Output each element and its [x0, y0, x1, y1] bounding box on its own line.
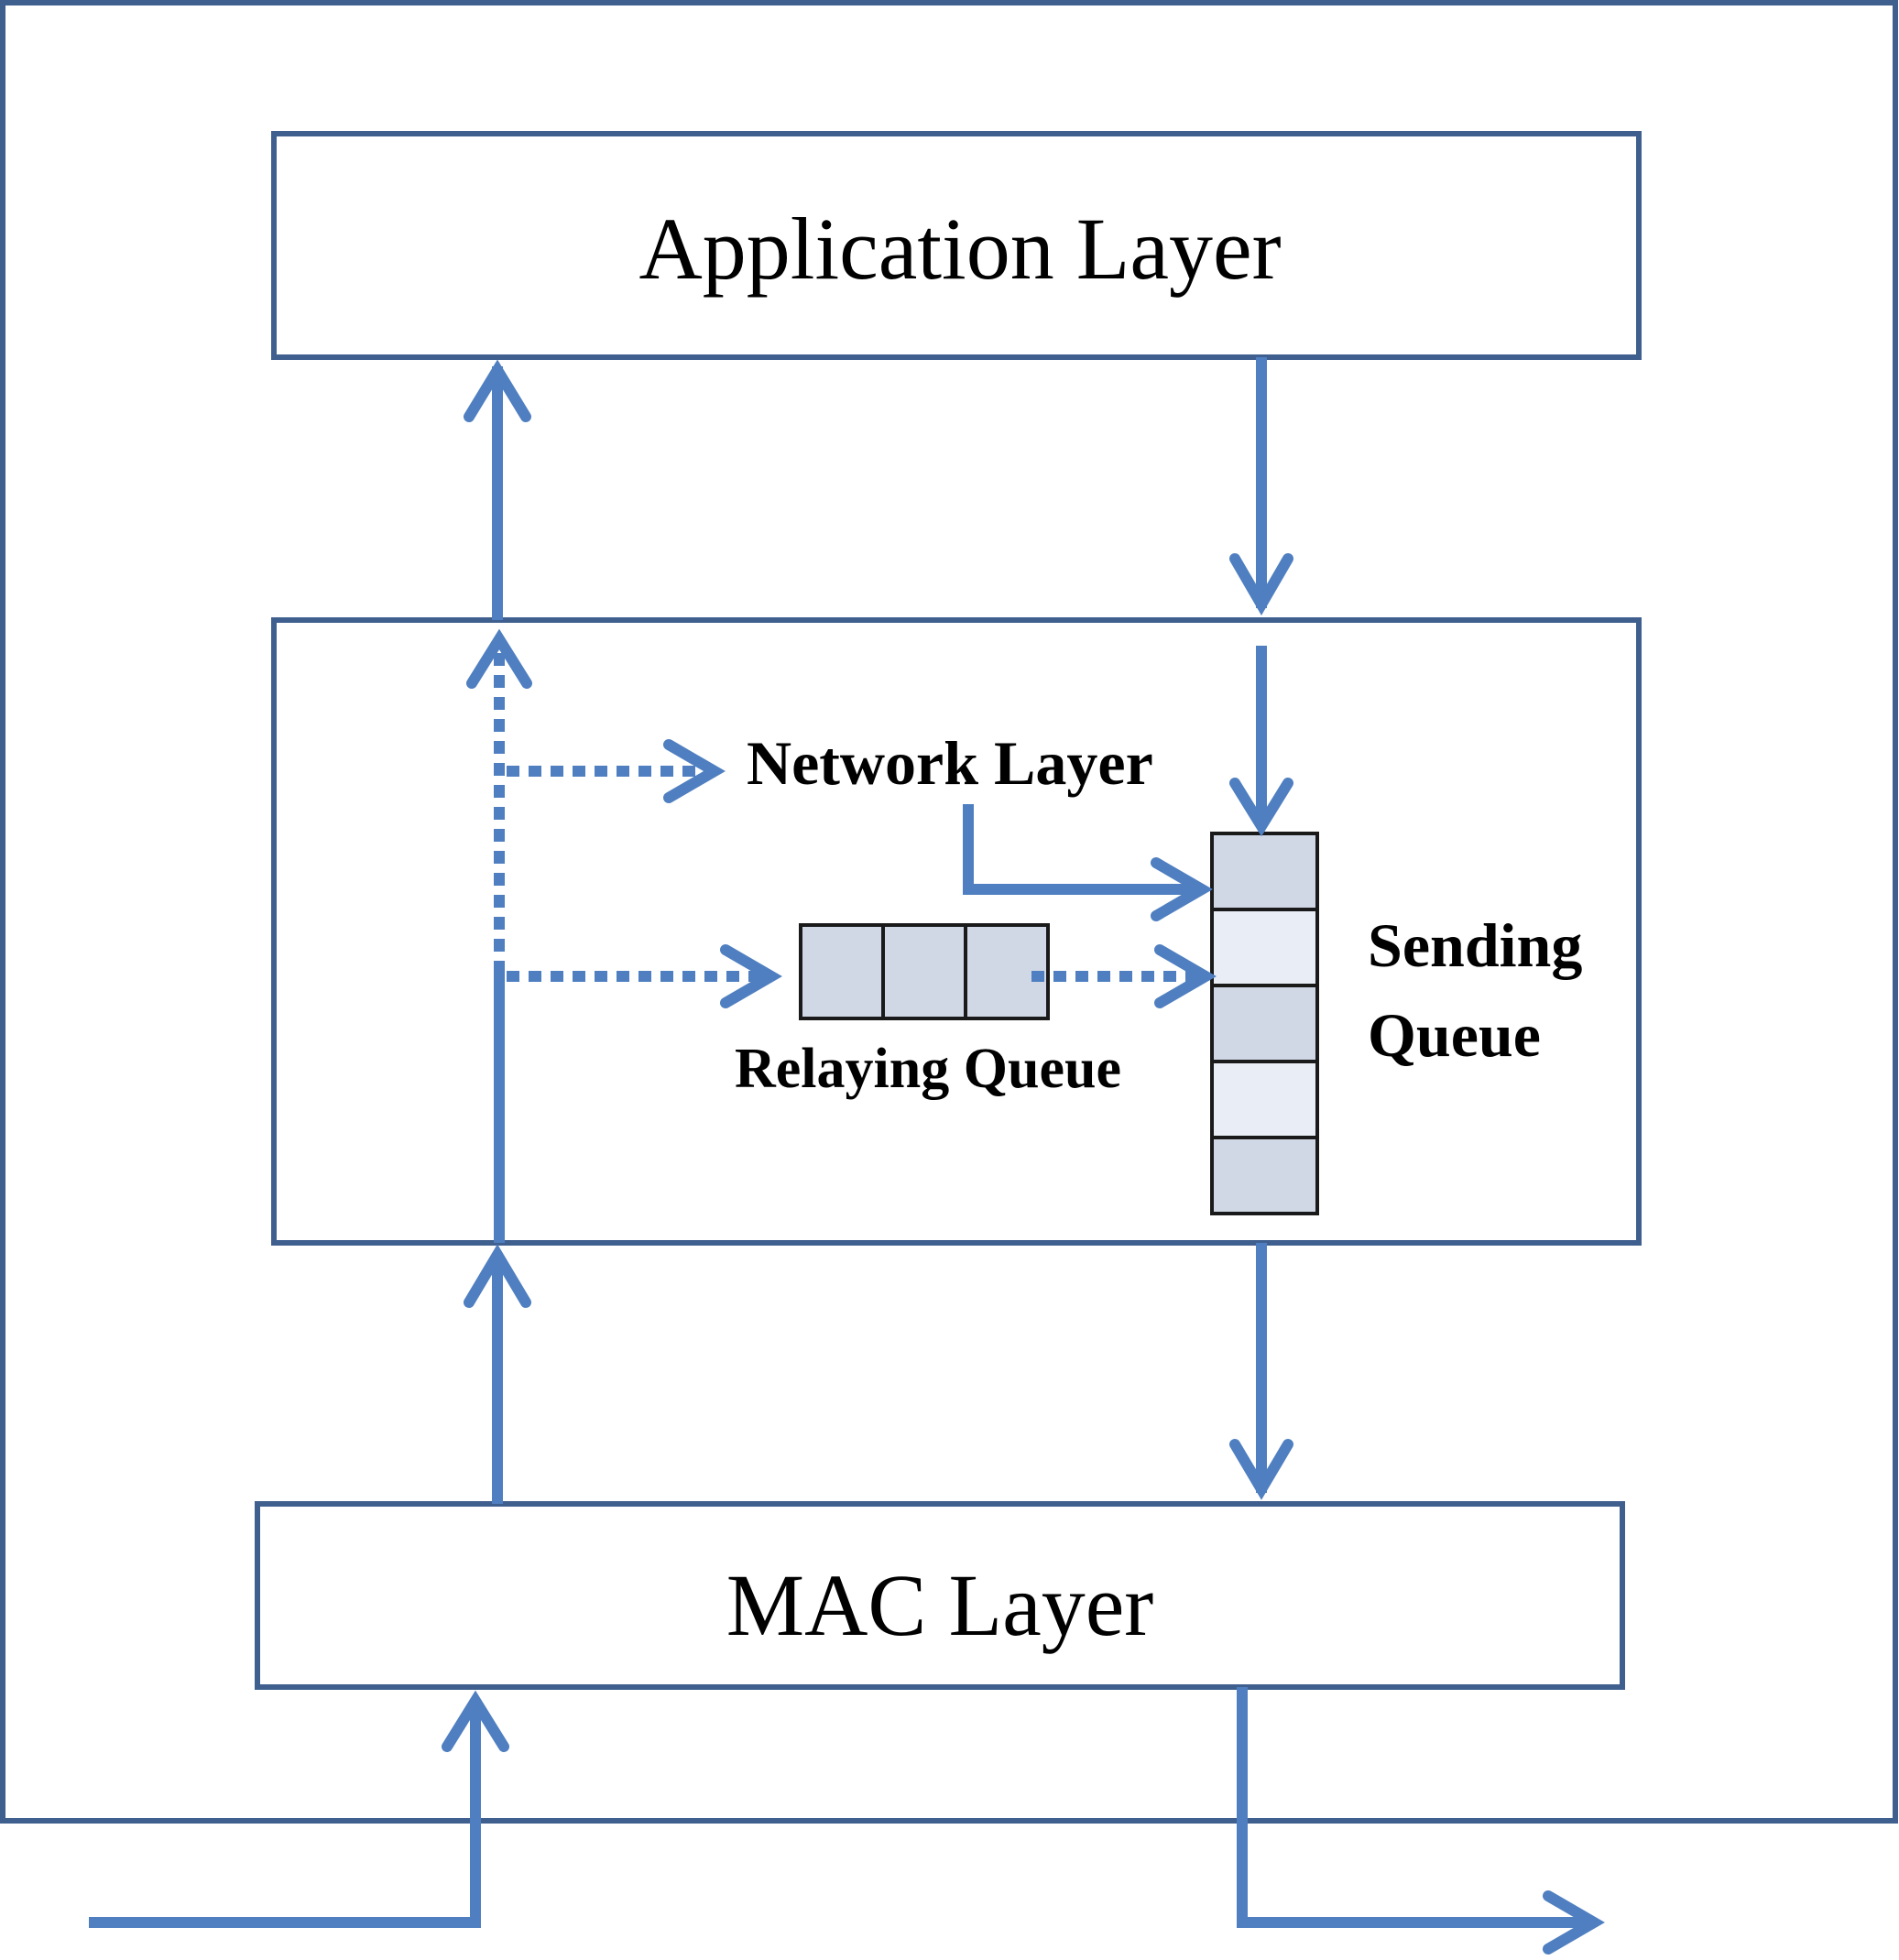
network-layer-label: Network Layer — [747, 728, 1153, 798]
dotted-to-relaying-queue-head — [720, 944, 782, 1008]
network-to-sending-queue-shaft — [963, 804, 1200, 895]
dotted-up-to-application-head — [466, 628, 532, 689]
mac-layer-label: MAC Layer — [726, 1556, 1154, 1654]
node-frame — [0, 0, 1898, 1824]
sending-queue-cell — [1210, 1060, 1319, 1139]
down-arrow-into-sending-queue-head — [1229, 778, 1293, 837]
down-arrow-network-to-mac-head — [1229, 1439, 1293, 1500]
external-output-shaft — [1237, 1687, 1592, 1928]
down-arrow-app-to-network-head — [1229, 553, 1293, 615]
external-output-head — [1543, 1890, 1605, 1955]
external-input-head — [442, 1690, 509, 1752]
sending-queue — [1210, 832, 1319, 1215]
sending-queue-cell — [1210, 984, 1319, 1063]
sending-queue-cell — [1210, 1136, 1319, 1215]
dotted-relay-to-sending-head — [1154, 944, 1217, 1008]
sending-queue-label-line2: Queue — [1368, 1000, 1541, 1070]
relaying-queue-cell — [799, 923, 885, 1020]
sending-queue-label-line1: Sending — [1368, 910, 1582, 980]
relaying-queue-cell — [881, 923, 967, 1020]
sending-queue-cell — [1210, 832, 1319, 911]
sending-queue-cell — [1210, 908, 1319, 987]
up-arrow-network-to-app-head — [464, 359, 531, 422]
up-arrow-mac-to-network-head — [464, 1244, 531, 1308]
dotted-to-network-layer-head — [663, 739, 726, 803]
application-layer-label: Application Layer — [638, 200, 1281, 298]
mac-layer-box — [255, 1501, 1625, 1690]
relaying-queue-label: Relaying Queue — [735, 1038, 1121, 1100]
relaying-queue — [799, 923, 1050, 1020]
network-to-sending-queue-head — [1151, 857, 1213, 921]
external-input-shaft — [89, 1699, 481, 1928]
application-layer-box — [271, 131, 1642, 360]
